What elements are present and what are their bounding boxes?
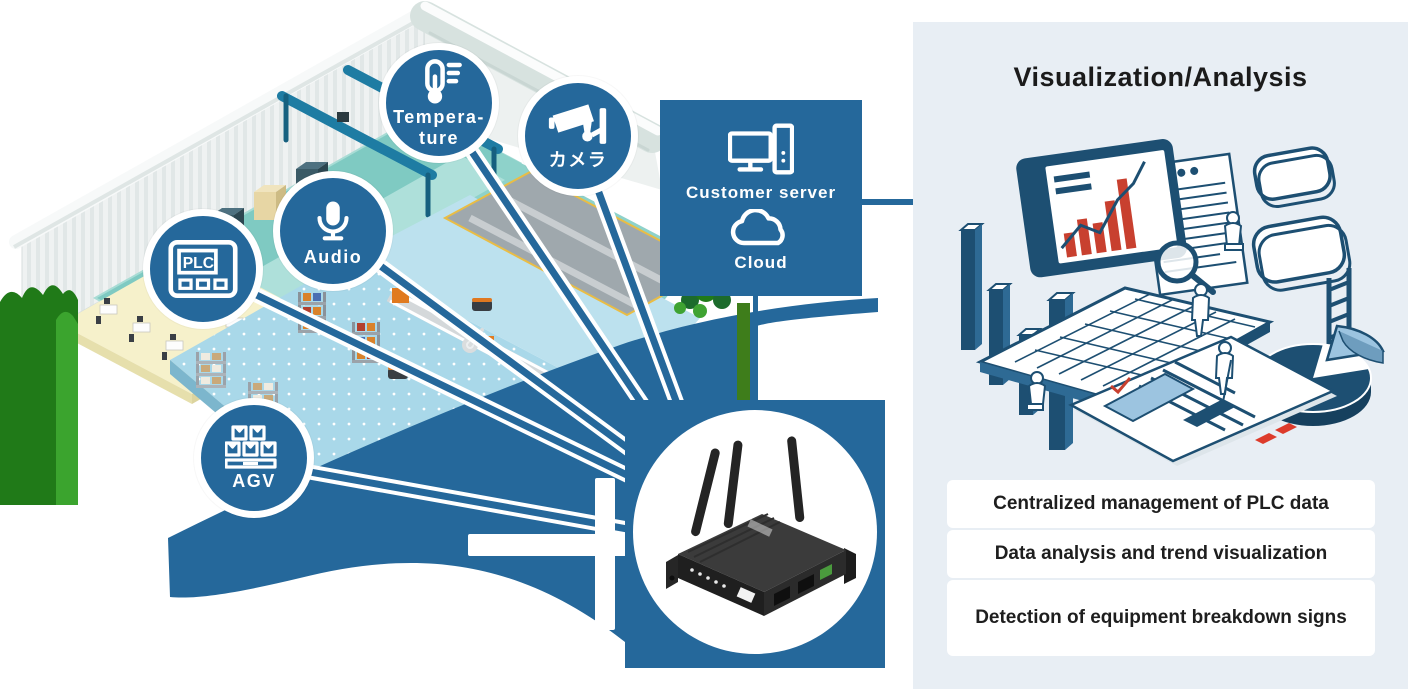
thermometer-icon xyxy=(425,59,462,104)
gateway-router-box xyxy=(625,400,885,668)
sensor-temperature: Tempera- ture xyxy=(379,43,499,163)
sensor-camera: カメラ xyxy=(518,76,638,196)
person-sitting-laptop xyxy=(1026,371,1047,411)
trees-left xyxy=(0,285,78,505)
sensor-agv: AGV xyxy=(194,398,314,518)
feature-box-plc-data: Centralized management of PLC data xyxy=(947,480,1375,528)
gateway-router-circle xyxy=(633,410,877,654)
desktop-computer-icon xyxy=(728,123,794,175)
factory-back-wall xyxy=(9,6,429,346)
platform-plates xyxy=(1251,146,1352,372)
plc-panel-icon: PLC xyxy=(168,239,238,299)
microphone-icon xyxy=(317,201,349,240)
audio-label: Audio xyxy=(303,246,363,267)
agv-label: AGV xyxy=(232,470,276,491)
plc-icon-text: PLC xyxy=(183,255,214,272)
sensor-plc: PLC xyxy=(143,209,263,329)
panel-title: Visualization/Analysis xyxy=(1013,62,1308,92)
cctv-camera-icon xyxy=(548,104,607,144)
feature-list: Centralized management of PLC data Data … xyxy=(947,480,1375,658)
people-figures xyxy=(1026,211,1244,411)
feature-box-breakdown-detection: Detection of equipment breakdown signs xyxy=(947,580,1375,656)
temperature-label-line2: ture xyxy=(418,128,459,148)
customer-server-label: Customer server xyxy=(685,183,837,202)
signal-rays xyxy=(468,478,633,630)
camera-label: カメラ xyxy=(548,149,608,170)
hub-connectors xyxy=(753,199,914,402)
person-on-document xyxy=(1214,341,1235,403)
cloud-icon xyxy=(730,209,785,246)
visualization-panel: Visualization/Analysis xyxy=(913,22,1408,689)
person-on-plate xyxy=(1223,211,1244,251)
bottom-document xyxy=(1068,335,1337,466)
temperature-label-line1: Tempera- xyxy=(393,107,485,128)
person-standing xyxy=(1190,283,1211,337)
sensor-audio: Audio xyxy=(273,171,393,291)
cloud-label: Cloud xyxy=(734,253,788,272)
conveyor-boxes-icon xyxy=(225,425,277,469)
router-device xyxy=(666,436,856,616)
analytics-illustration xyxy=(958,139,1385,466)
swoosh-band xyxy=(168,298,878,642)
feature-box-trend-visualization: Data analysis and trend visualization xyxy=(947,530,1375,578)
customer-server-cloud-box: Customer server Cloud xyxy=(660,100,862,296)
